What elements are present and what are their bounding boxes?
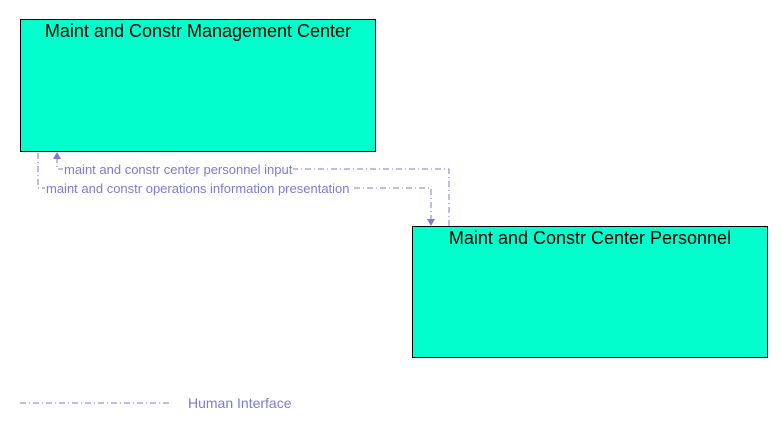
flow-label-personnel-input: maint and constr center personnel input xyxy=(63,162,294,177)
node-title: Maint and Constr Center Personnel xyxy=(448,228,732,248)
node-maint-constr-center-personnel[interactable]: Maint and Constr Center Personnel xyxy=(412,226,768,358)
legend-label: Human Interface xyxy=(188,395,292,411)
flow-label-operations-info: maint and constr operations information … xyxy=(45,181,351,196)
node-title: Maint and Constr Management Center xyxy=(44,21,352,41)
node-maint-constr-management-center[interactable]: Maint and Constr Management Center xyxy=(20,19,376,152)
flow-arrowhead-personnel-input xyxy=(53,152,61,159)
flow-line-operations-info xyxy=(37,153,432,225)
flow-arrowhead-operations-info xyxy=(427,219,435,226)
